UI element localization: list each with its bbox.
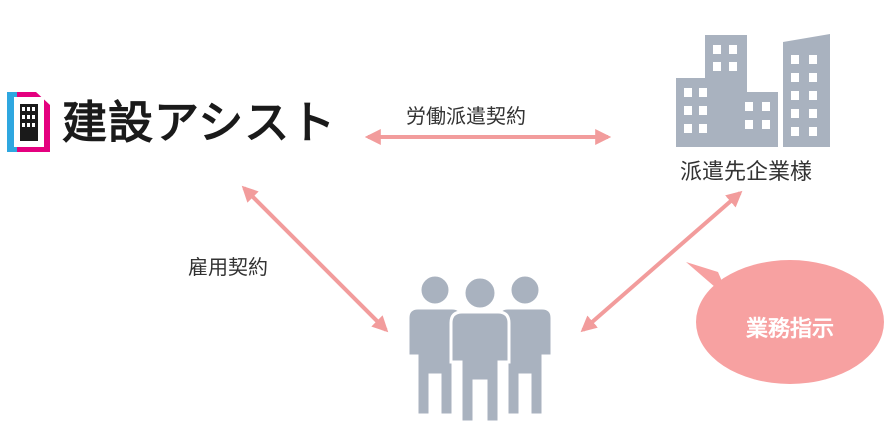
label-dispatch-contract: 労働派遣契約: [406, 104, 526, 128]
office-buildings-icon: [676, 34, 830, 147]
arrow-work-instruction: [580, 190, 743, 333]
speech-bubble: [686, 260, 884, 384]
arrow-employment-contract: [241, 185, 389, 333]
logo-text: 建設アシスト: [62, 96, 337, 149]
label-work-instruction: 業務指示: [745, 317, 834, 342]
label-client-company: 派遣先企業様: [680, 160, 813, 185]
building-logo-icon: [7, 92, 50, 152]
label-employment-contract: 雇用契約: [188, 255, 268, 279]
workers-group-icon: [406, 273, 554, 424]
